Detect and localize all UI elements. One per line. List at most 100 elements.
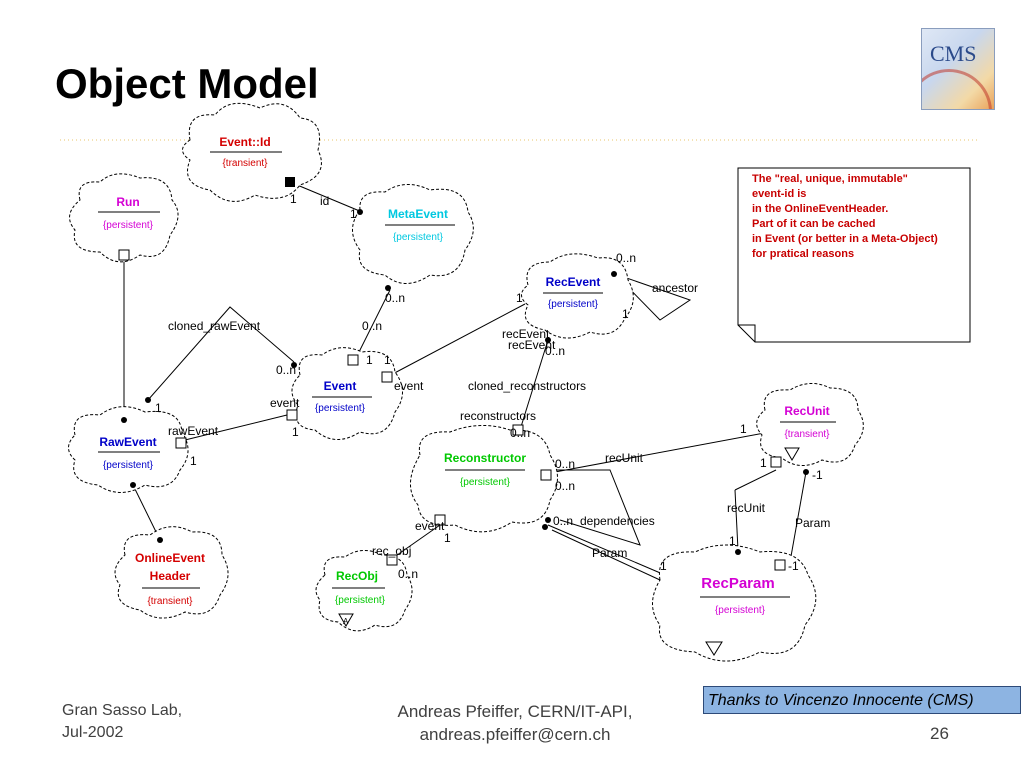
note-line: in Event (or better in a Meta-Object) — [752, 233, 938, 245]
label-event: event — [415, 519, 445, 533]
abstract-marker-icon — [338, 613, 354, 627]
footer-venue-date: Gran Sasso Lab, Jul-2002 — [62, 702, 183, 741]
label-minus-one: -1 — [788, 559, 799, 573]
abstract-marker-icon — [705, 641, 723, 656]
label-0n: 0..n — [555, 479, 575, 493]
label-one: 1 — [760, 456, 767, 470]
label-0n: 0..n — [555, 457, 575, 471]
label-one: 1 — [366, 353, 373, 367]
label-ancestor: ancestor — [652, 281, 698, 295]
label-recunit: recUnit — [727, 501, 766, 515]
event-id-stereotype: {transient} — [222, 158, 268, 169]
note-line: event-id is — [752, 188, 806, 200]
class-rec-param: RecParam {persistent} — [652, 544, 817, 662]
rec-param-name: RecParam — [701, 575, 774, 592]
abstract-marker-icon — [784, 447, 800, 461]
label-one: 1 — [622, 307, 629, 321]
label-param: Param — [795, 516, 830, 530]
online-event-header-name-line1: OnlineEvent — [135, 551, 205, 565]
label-id: id — [320, 194, 329, 208]
label-one: 1 — [740, 422, 747, 436]
rec-unit-stereotype: {transient} — [784, 429, 830, 440]
event-name: Event — [324, 379, 357, 393]
rec-unit-name: RecUnit — [784, 404, 829, 418]
label-param: Param — [592, 546, 627, 560]
class-run: Run {persistent} — [69, 173, 179, 263]
cms-logo: CMS — [921, 28, 995, 110]
meta-event-name: MetaEvent — [388, 207, 448, 221]
raw-event-name: RawEvent — [99, 435, 156, 449]
label-recevent: recEvent — [508, 338, 556, 352]
class-meta-event: MetaEvent {persistent} — [352, 184, 474, 291]
label-reconstructors: reconstructors — [460, 409, 536, 423]
class-online-event-header: OnlineEvent Header {transient} — [114, 526, 229, 619]
label-one: 1 — [444, 531, 451, 545]
label-rawevent: rawEvent — [168, 424, 219, 438]
label-0n: 0..n — [616, 251, 636, 265]
relationship-labels: id 1 1 0..n 0..n 0..n ancestor 1 1 clone… — [155, 192, 830, 581]
rec-obj-name: RecObj — [336, 569, 378, 583]
run-name: Run — [116, 195, 139, 209]
reconstructor-stereotype: {persistent} — [460, 477, 511, 488]
class-rec-unit: RecUnit {transient} — [756, 383, 864, 475]
thanks-credit: Thanks to Vincenzo Innocente (CMS) — [703, 686, 1021, 714]
page-number: 26 — [930, 724, 949, 743]
class-event: Event {persistent} — [286, 347, 403, 440]
label-one: 1 — [660, 559, 667, 573]
label-0n: 0..n — [362, 319, 382, 333]
label-0n: 0..n — [385, 291, 405, 305]
label-minus-one: -1 — [812, 468, 823, 482]
event-id-name: Event::Id — [219, 135, 270, 149]
class-event-id: Event::Id {transient} — [182, 102, 322, 202]
label-event: event — [394, 379, 424, 393]
rec-event-name: RecEvent — [546, 275, 601, 289]
object-model-diagram: .cloud { fill:#ffffff; stroke:#000; stro… — [60, 102, 980, 662]
label-one: 1 — [729, 534, 736, 548]
annotation-note: The "real, unique, immutable" event-id is… — [737, 167, 971, 343]
footer-author-line1: Andreas Pfeiffer, CERN/IT-API, — [397, 702, 633, 721]
online-event-header-stereotype: {transient} — [147, 596, 193, 607]
label-one: 1 — [516, 291, 523, 305]
svg-text:A: A — [343, 617, 349, 626]
label-0n: 0..n — [276, 363, 296, 377]
rec-obj-stereotype: {persistent} — [335, 595, 386, 606]
raw-event-stereotype: {persistent} — [103, 460, 154, 471]
online-event-header-name-line2: Header — [150, 569, 191, 583]
rec-param-stereotype: {persistent} — [715, 605, 766, 616]
label-cloned-reconstructors: cloned_reconstructors — [468, 379, 586, 393]
label-recunit: recUnit — [605, 451, 644, 465]
label-recevent: recEvent — [502, 327, 550, 341]
label-cloned-rawevent: cloned_rawEvent — [168, 319, 261, 333]
label-rec-obj: rec_obj — [372, 544, 411, 558]
note-line: for pratical reasons — [752, 248, 854, 260]
slide-title: Object Model — [55, 60, 319, 107]
rec-event-stereotype: {persistent} — [548, 299, 599, 310]
label-event: event — [270, 396, 300, 410]
label-one: 1 — [155, 401, 162, 415]
label-dependencies: dependencies — [580, 514, 655, 528]
note-text: The "real, unique, immutable" event-id is… — [752, 173, 938, 260]
label-one: 1 — [350, 207, 357, 221]
note-line: Part of it can be cached — [752, 218, 875, 230]
label-0n: 0..n — [553, 514, 573, 528]
note-line: in the OnlineEventHeader. — [752, 203, 888, 215]
logo-text: CMS — [930, 41, 977, 66]
label-0n: 0..n — [545, 344, 565, 358]
label-0n: 0..n — [398, 567, 418, 581]
event-stereotype: {persistent} — [315, 403, 366, 414]
label-0n: 0..n — [510, 426, 530, 440]
label-one: 1 — [384, 353, 391, 367]
meta-event-stereotype: {persistent} — [393, 232, 444, 243]
reconstructor-name: Reconstructor — [444, 451, 526, 465]
footer-author: Andreas Pfeiffer, CERN/IT-API, andreas.p… — [360, 700, 670, 746]
label-one: 1 — [190, 454, 197, 468]
class-rec-event: RecEvent {persistent} — [521, 253, 634, 343]
run-stereotype: {persistent} — [103, 220, 154, 231]
class-rec-obj: RecObj {persistent} A — [315, 550, 413, 632]
class-reconstructor: Reconstructor {persistent} — [410, 424, 558, 533]
class-raw-event: RawEvent {persistent} — [68, 397, 189, 493]
footer-author-email: andreas.pfeiffer@cern.ch — [419, 725, 611, 744]
label-one: 1 — [292, 425, 299, 439]
note-line: The "real, unique, immutable" — [752, 173, 908, 185]
label-one: 1 — [290, 192, 297, 206]
